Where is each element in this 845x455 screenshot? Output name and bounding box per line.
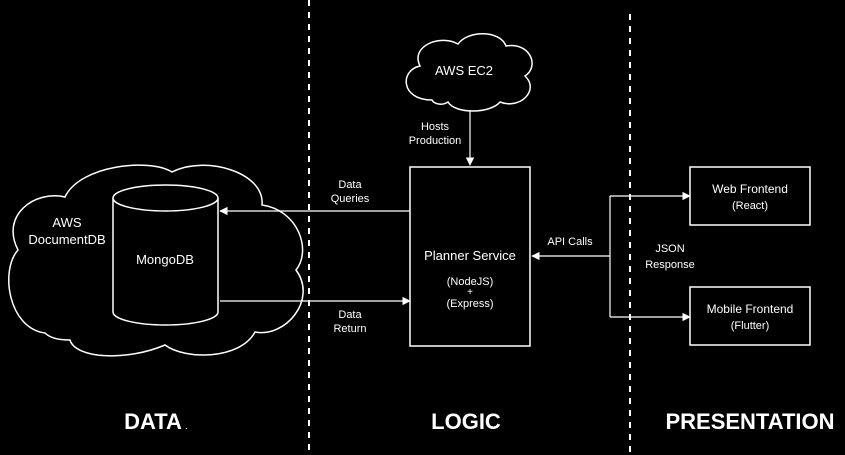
web-frontend-subtitle: (React) xyxy=(732,200,768,212)
json-response-label-2: Response xyxy=(645,259,695,271)
data-return-label-2: Return xyxy=(333,323,366,335)
mobile-frontend-title: Mobile Frontend xyxy=(707,302,794,316)
mobile-frontend-box xyxy=(689,286,811,346)
mongodb-label: MongoDB xyxy=(136,252,194,267)
planner-nodejs-label: (NodeJS) xyxy=(447,276,493,288)
section-presentation-heading: PRESENTATION xyxy=(665,409,834,434)
planner-service-box xyxy=(409,166,531,347)
data-return-label-1: Data xyxy=(338,309,362,321)
documentdb-label: DocumentDB xyxy=(28,232,105,247)
aws-label: AWS xyxy=(52,215,81,230)
section-logic-heading: LOGIC xyxy=(431,409,501,434)
api-calls-label: API Calls xyxy=(547,236,593,248)
data-queries-label-1: Data xyxy=(338,179,362,191)
mongodb-cylinder-top xyxy=(112,184,219,212)
planner-service-title: Planner Service xyxy=(424,248,516,263)
mobile-frontend-subtitle: (Flutter) xyxy=(731,320,770,332)
production-label: Production xyxy=(409,135,462,147)
mongodb-cylinder-body xyxy=(112,198,219,326)
hosts-label: Hosts xyxy=(421,121,450,133)
planner-express-label: (Express) xyxy=(446,298,493,310)
json-response-label-1: JSON xyxy=(655,243,684,255)
web-frontend-title: Web Frontend xyxy=(712,182,788,196)
section-data-heading: DATA xyxy=(124,409,182,434)
section-data-mark: . xyxy=(185,421,188,432)
web-frontend-box xyxy=(689,166,811,226)
planner-plus-label: + xyxy=(467,287,473,298)
aws-ec2-label: AWS EC2 xyxy=(435,63,493,78)
aws-ec2-cloud xyxy=(405,33,533,112)
data-queries-label-2: Queries xyxy=(331,193,370,205)
